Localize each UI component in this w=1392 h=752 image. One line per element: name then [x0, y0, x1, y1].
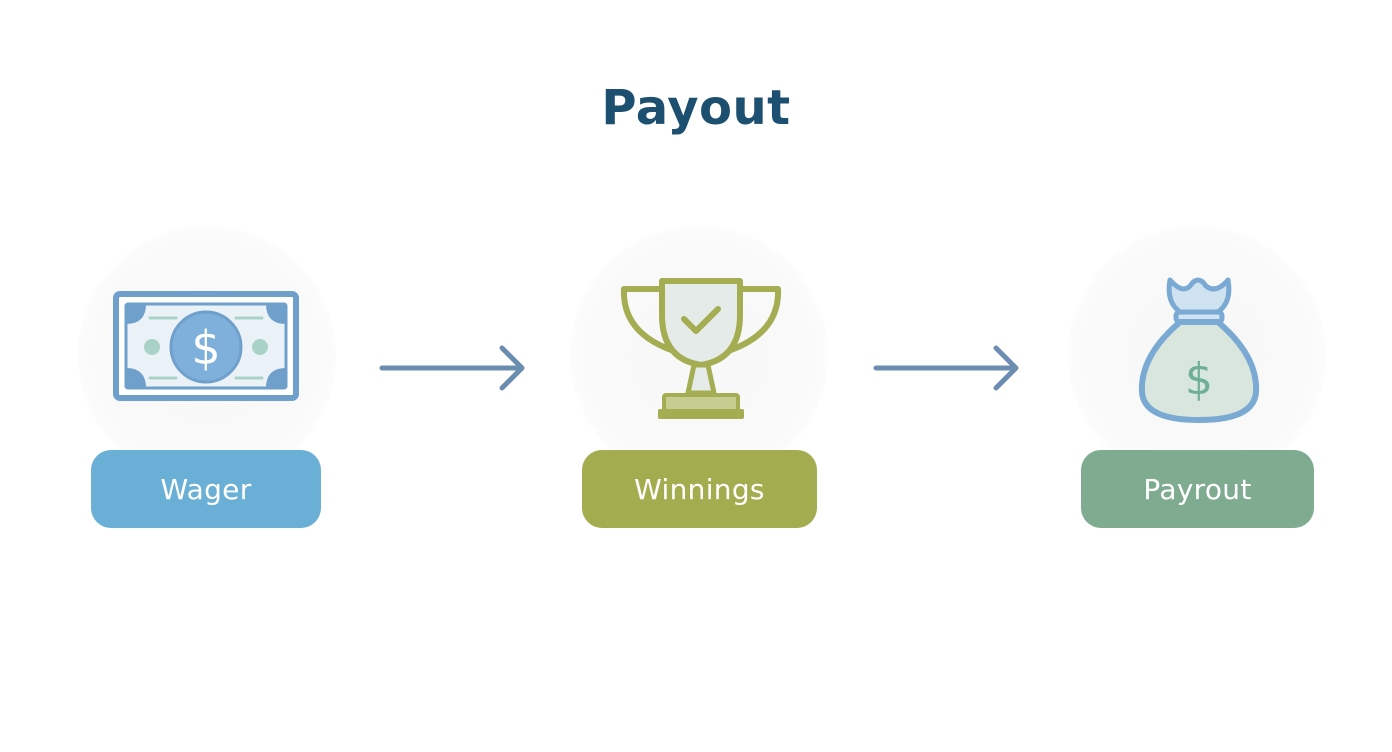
- step-label-wager: Wager: [91, 450, 321, 528]
- arrow-right-icon: [378, 340, 528, 401]
- diagram-title: Payout: [601, 80, 791, 136]
- dollar-bill-icon: $: [110, 288, 302, 411]
- svg-text:$: $: [191, 321, 220, 375]
- arrow-right-icon: [872, 340, 1022, 401]
- step-label-payout: Payrout: [1081, 450, 1314, 528]
- money-bag-icon: $: [1134, 272, 1264, 433]
- step-label-winnings: Winnings: [582, 450, 817, 528]
- svg-text:$: $: [1185, 354, 1213, 405]
- trophy-icon: [618, 275, 784, 428]
